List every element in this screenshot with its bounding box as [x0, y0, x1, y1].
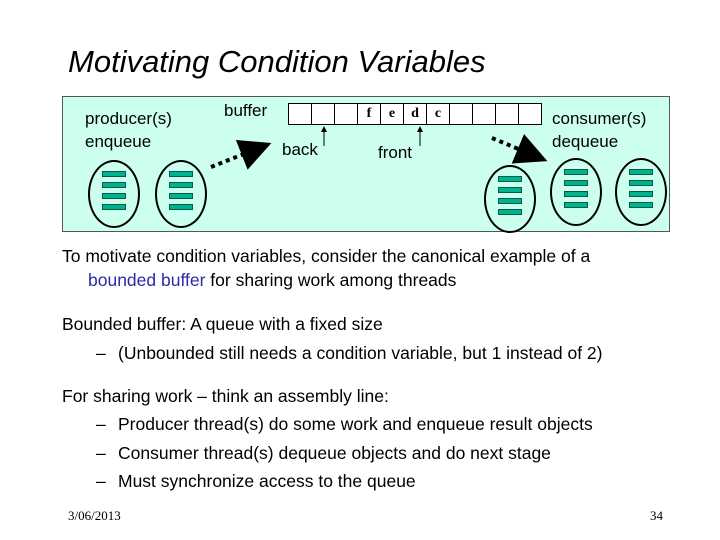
buffer-label: buffer: [224, 101, 268, 120]
thread-icon: [88, 160, 140, 228]
front-label: front: [378, 143, 413, 162]
thread-icon: [550, 158, 602, 226]
sub-bullet-text: Must synchronize access to the queue: [118, 471, 416, 491]
sub-bullet-text: (Unbounded still needs a condition varia…: [118, 343, 603, 363]
page-number: 34: [650, 508, 663, 523]
bullet-dash: –: [96, 443, 106, 463]
paragraph-line: To motivate condition variables, conside…: [62, 246, 591, 266]
consumer-label: consumer(s): [552, 109, 647, 128]
bullet-dash: –: [96, 343, 106, 363]
paragraph-line: For sharing work – think an assembly lin…: [62, 386, 389, 406]
sub-bullet-text: Producer thread(s) do some work and enqu…: [118, 414, 593, 434]
thread-icon: [615, 158, 667, 226]
paragraph-line: Bounded buffer: A queue with a fixed siz…: [62, 314, 383, 334]
buffer-cell: d: [403, 103, 427, 125]
dequeue-label: dequeue: [552, 132, 619, 151]
footer-date: 3/06/2013: [68, 508, 121, 523]
sub-bullet-text: Consumer thread(s) dequeue objects and d…: [118, 443, 551, 463]
buffer-cell: [518, 103, 542, 125]
enqueue-label: enqueue: [85, 132, 152, 151]
producer-label: producer(s): [85, 109, 172, 128]
bullet-dash: –: [96, 414, 106, 434]
sub-bullet: –(Unbounded still needs a condition vari…: [96, 342, 602, 365]
sub-bullet: –Producer thread(s) do some work and enq…: [96, 413, 593, 436]
sub-bullet: –Must synchronize access to the queue: [96, 470, 416, 493]
dotted-arrow-icon: [210, 139, 272, 170]
thread-icon: [155, 160, 207, 228]
sub-bullet: –Consumer thread(s) dequeue objects and …: [96, 442, 551, 465]
back-label: back: [282, 140, 318, 159]
highlight-term: bounded buffer: [88, 270, 206, 290]
paragraph-text: for sharing work among threads: [205, 270, 457, 290]
slide-title: Motivating Condition Variables: [68, 44, 486, 79]
dotted-arrow-icon: [491, 134, 548, 164]
paragraph-line: bounded buffer for sharing work among th…: [88, 269, 456, 292]
bullet-dash: –: [96, 471, 106, 491]
thread-icon: [484, 165, 536, 233]
